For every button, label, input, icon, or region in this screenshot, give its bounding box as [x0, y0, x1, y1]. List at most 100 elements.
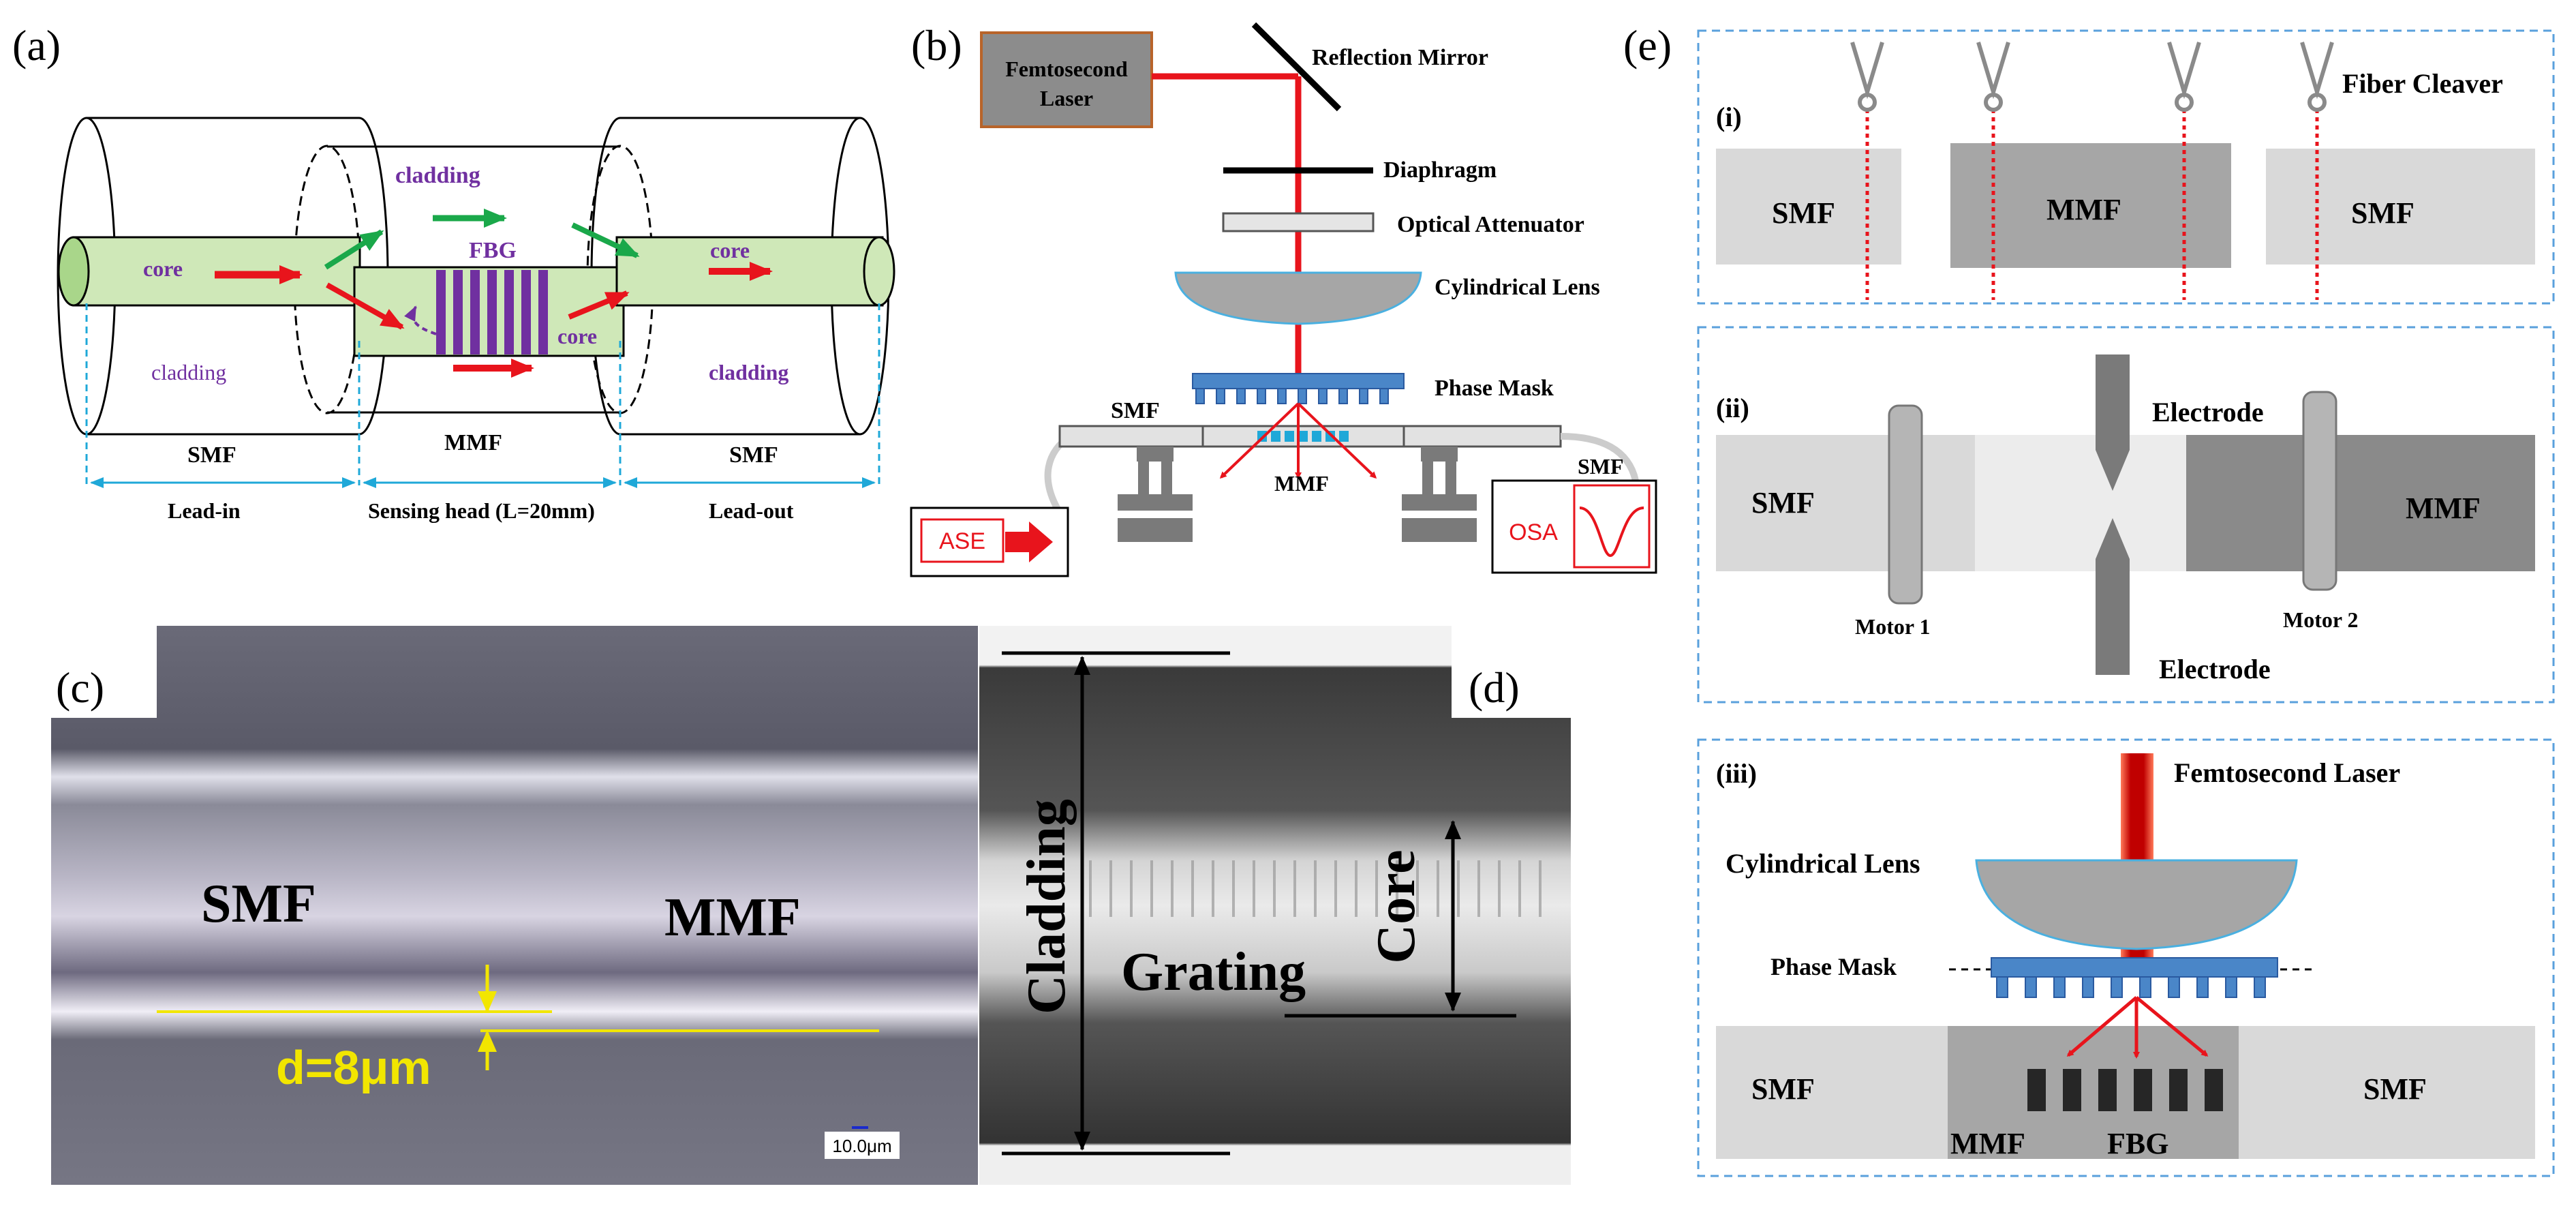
fusion-zone — [1975, 435, 2186, 571]
light-path-arrows — [215, 209, 773, 378]
motor-1 — [1888, 404, 1923, 605]
phase-mask — [1192, 373, 1405, 404]
fiber-lead-osa — [1560, 433, 1639, 482]
cladding-left-label: cladding — [151, 360, 226, 384]
osa-analyzer — [1491, 479, 1657, 574]
mmf-label: MMF — [1950, 1127, 2025, 1160]
reflection-mirror — [1251, 22, 1342, 112]
cladding-label: Cladding — [1017, 799, 1077, 1014]
motor-2 — [2302, 391, 2337, 591]
fiber-cleaver-label: Fiber Cleaver — [2342, 68, 2503, 99]
mmf-label: MMF — [2406, 492, 2481, 525]
region-guides — [85, 303, 880, 488]
smf-left-label: SMF — [1772, 196, 1835, 230]
sensing-head-label: Sensing head (L=20mm) — [368, 498, 595, 523]
smf-right-block — [2266, 149, 2535, 265]
lead-in-label: Lead-in — [168, 498, 241, 523]
cleave-lines — [1865, 109, 2319, 300]
motor-2-label: Motor 2 — [2283, 607, 2358, 632]
lens-label: Cylindrical Lens — [1726, 848, 1920, 879]
fbg-grating-bars — [436, 270, 548, 354]
microscope-photo-smf-mmf — [51, 626, 978, 1185]
smf-label: SMF — [1751, 486, 1815, 519]
smf-left-block — [1716, 149, 1901, 265]
diffracted-beams — [1219, 402, 1377, 479]
smf-left-label: SMF — [1111, 398, 1160, 423]
core-right-label: core — [710, 238, 750, 262]
lead-out-label: Lead-out — [709, 498, 794, 523]
mmf-block — [1950, 143, 2231, 268]
photo-mmf-label: MMF — [664, 888, 801, 948]
core-mid-label: core — [557, 324, 597, 348]
panel-e: (e) (i) SMF MMF SMF Fiber Cleav — [1623, 21, 2555, 1177]
frame-i — [1697, 29, 2555, 305]
panel-c-label: (c) — [56, 663, 104, 712]
smf-right-label: SMF — [2351, 196, 2414, 230]
ase-source — [910, 507, 1069, 577]
diaphragm-label: Diaphragm — [1383, 157, 1497, 183]
smf-right-label: SMF — [2363, 1072, 2427, 1106]
smf-left-block-iii — [1716, 1026, 1948, 1159]
panel-d-label-box — [1452, 626, 1571, 718]
core-left-label: core — [143, 256, 183, 281]
panel-e-iii: (iii) Femtosecond Laser Cylindrical Lens… — [1697, 738, 2555, 1177]
fbg-bars-iii — [2027, 1069, 2223, 1111]
grating-segments — [1257, 431, 1349, 442]
mmf-label: MMF — [2046, 193, 2121, 226]
electrode-top-icon — [2096, 354, 2130, 491]
phase-mask-label: Phase Mask — [1435, 376, 1554, 401]
smf-right-fiber — [1402, 425, 1562, 448]
frame-ii — [1697, 326, 2555, 704]
fiber-lead-ase — [1044, 433, 1072, 520]
femtosecond-laser-box — [980, 31, 1153, 128]
osa-label: OSA — [1509, 519, 1558, 545]
cylindrical-lens-iii — [1975, 859, 2298, 950]
panel-e-ii: (ii) Electrode SMF MMF Motor 1 Motor 2 E… — [1697, 326, 2555, 704]
smf-right-block-iii — [2239, 1026, 2535, 1159]
smf-left-fiber — [1058, 425, 1204, 448]
panel-e-label: (e) — [1623, 21, 1672, 70]
panel-d-label: (d) — [1469, 663, 1520, 712]
phase-mask-label: Phase Mask — [1770, 953, 1897, 980]
fiber-holder-left — [1118, 447, 1193, 542]
offset-distance-label: d=8μm — [276, 1041, 431, 1094]
fiber-holder-right — [1402, 447, 1477, 542]
smf-right-label: SMF — [729, 442, 778, 468]
scale-bar-label: 10.0μm — [832, 1136, 891, 1156]
mmf-fiber-block — [2186, 435, 2535, 571]
scissors-icon — [1850, 42, 2334, 112]
laser-label-line1: Femtosecond — [1005, 57, 1128, 81]
mirror-label: Reflection Mirror — [1312, 45, 1488, 70]
ase-label: ASE — [939, 528, 985, 554]
photo-smf-label: SMF — [201, 874, 316, 934]
mmf-label: MMF — [444, 430, 502, 455]
core-label: Core — [1366, 849, 1426, 963]
panel-c: (c) SMF MMF d=8μm 10.0μm — [51, 626, 978, 1185]
panel-e-i: (i) SMF MMF SMF Fiber Cleaver — [1697, 29, 2555, 305]
mmf-block-iii — [1948, 1026, 2239, 1159]
cladding-top-label: cladding — [395, 163, 480, 188]
phase-mask-iii — [1991, 957, 2278, 998]
panel-b: (b) Femtosecond Laser Reflection Mirror … — [910, 21, 1657, 577]
fbg-label: FBG — [2107, 1127, 2168, 1160]
panel-b-label: (b) — [911, 21, 962, 70]
smf-right-label: SMF — [1578, 454, 1624, 479]
cylindrical-lens — [1174, 271, 1422, 325]
panel-a: (a) — [12, 21, 895, 523]
step-ii-label: (ii) — [1716, 393, 1749, 423]
electrode-top-label: Electrode — [2152, 397, 2264, 427]
smf-left-label: SMF — [1751, 1072, 1815, 1106]
mmf-label: MMF — [1274, 471, 1329, 496]
motor-1-label: Motor 1 — [1855, 614, 1930, 639]
optical-attenuator — [1222, 212, 1375, 232]
step-i-label: (i) — [1716, 102, 1742, 132]
step-iii-label: (iii) — [1716, 758, 1757, 789]
diffracted-beams-iii — [2066, 996, 2209, 1059]
lens-label: Cylindrical Lens — [1435, 275, 1600, 300]
smf-left-label: SMF — [187, 442, 236, 468]
grating-label: Grating — [1121, 942, 1306, 1002]
grating-texture — [1089, 860, 1542, 917]
panel-c-label-box — [51, 626, 157, 718]
laser-label: Femtosecond Laser — [2174, 757, 2400, 788]
